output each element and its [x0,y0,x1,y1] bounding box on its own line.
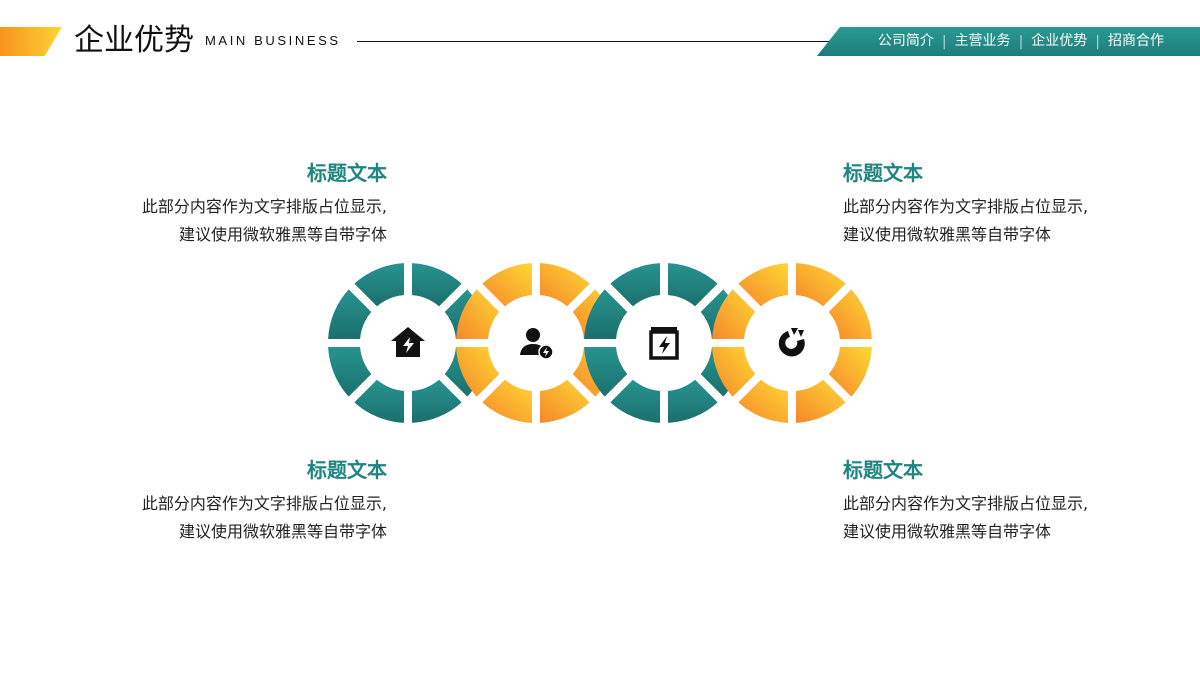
block-title: 标题文本 [307,161,387,185]
text-block-bottom-left: 标题文本 此部分内容作为文字排版占位显示, 建议使用微软雅黑等自带字体 [87,455,387,546]
page-title: 企业优势 [74,23,194,58]
block-title: 标题文本 [843,161,923,185]
block-body-line1: 此部分内容作为文字排版占位显示, [843,494,1089,513]
block-title: 标题文本 [843,458,923,482]
page-subtitle: MAIN BUSINESS [205,33,341,48]
header-accent-bar [0,27,62,56]
nav-item-main-business[interactable]: 主营业务 [954,33,1011,49]
nav-item-advantages[interactable]: 企业优势 [1031,33,1088,49]
block-body-line1: 此部分内容作为文字排版占位显示, [141,494,387,513]
nav-separator: | [941,33,947,50]
block-body-line1: 此部分内容作为文字排版占位显示, [141,197,387,216]
block-body-line2: 建议使用微软雅黑等自带字体 [843,225,1052,244]
header-divider [357,41,835,42]
text-block-top-right: 标题文本 此部分内容作为文字排版占位显示, 建议使用微软雅黑等自带字体 [843,158,1143,249]
block-title: 标题文本 [307,458,387,482]
nav-item-company-intro[interactable]: 公司简介 [877,33,934,49]
nav-separator: | [1018,33,1024,50]
text-block-top-left: 标题文本 此部分内容作为文字排版占位显示, 建议使用微软雅黑等自带字体 [87,158,387,249]
block-body-line2: 建议使用微软雅黑等自带字体 [178,522,387,541]
block-body-line1: 此部分内容作为文字排版占位显示, [843,197,1089,216]
top-nav: 公司简介 | 主营业务 | 企业优势 | 招商合作 [817,27,1200,56]
block-body-line2: 建议使用微软雅黑等自带字体 [178,225,387,244]
nav-item-investment[interactable]: 招商合作 [1108,33,1164,49]
text-block-bottom-right: 标题文本 此部分内容作为文字排版占位显示, 建议使用微软雅黑等自带字体 [843,455,1143,546]
nav-separator: | [1095,33,1100,50]
ring-4[interactable] [712,263,872,423]
block-body-line2: 建议使用微软雅黑等自带字体 [843,522,1052,541]
